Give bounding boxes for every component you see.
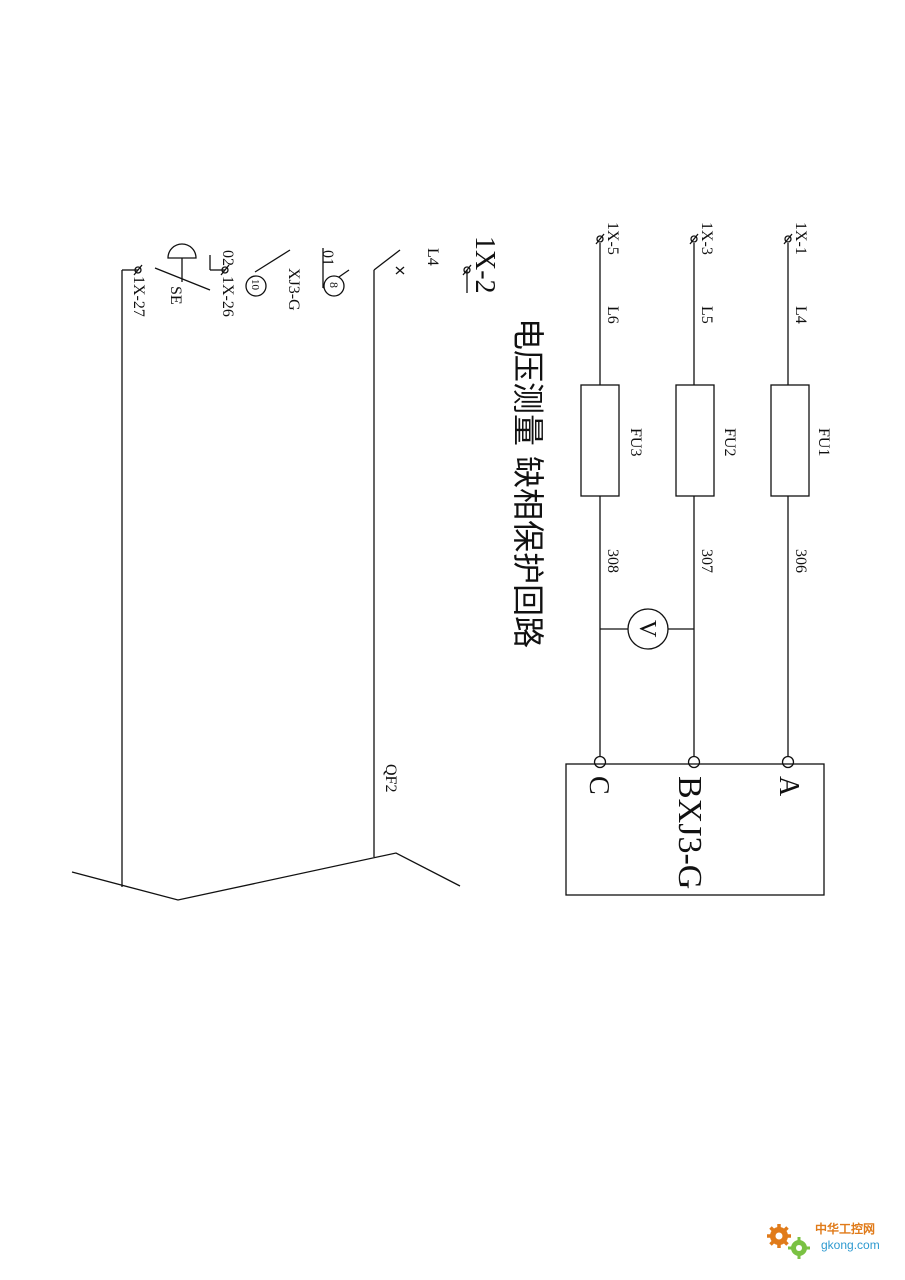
wire-label-l4: L4: [792, 306, 809, 324]
voltmeter-label: V: [634, 620, 660, 638]
terminal-label-1x5: 1X-5: [604, 222, 621, 255]
terminal-label-1x1: 1X-1: [792, 222, 809, 255]
terminal-1x26-marker: [221, 266, 229, 274]
gear-icon: [767, 1224, 810, 1259]
watermark-cn: 中华工控网: [815, 1222, 876, 1236]
contact-end-label: 02: [219, 250, 236, 266]
watermark: 中华工控网 gkong.com: [765, 1218, 895, 1266]
wire-label-308: 308: [604, 549, 621, 573]
wire-label-307: 307: [698, 549, 715, 573]
terminal-1x5-marker: [596, 235, 604, 243]
relay-box: [565, 763, 825, 896]
relay-pin-a: A: [773, 776, 804, 797]
relay-pin-c: C: [583, 776, 614, 795]
terminal-label-1x2: 1X-2: [469, 236, 500, 294]
buzzer-icon: [167, 243, 197, 259]
relay-name: BXJ3-G: [671, 776, 708, 889]
terminal-label-1x26: 1X-26: [219, 276, 236, 317]
title: 电压测量 缺相保护回路: [509, 318, 547, 648]
contact-start-label: 01: [319, 250, 336, 266]
terminal-1x2-marker: [463, 266, 471, 274]
contact-number-8: 8: [327, 282, 341, 288]
contact-8-circle: [323, 275, 345, 297]
terminal-a-dot: [781, 755, 795, 769]
fuse-fu2: [675, 384, 715, 497]
bus-line: [71, 852, 461, 901]
control-wire-label-l4: L4: [424, 248, 441, 266]
relay-contact-label: XJ3-G: [285, 268, 302, 311]
wire-label-l5: L5: [698, 306, 715, 324]
fuse-fu3: [580, 384, 620, 497]
breaker-label-qf2: QF2: [382, 764, 399, 792]
terminal-c-dot: [593, 755, 607, 769]
wire-label-l6: L6: [604, 306, 621, 324]
fuse-label-fu1: FU1: [815, 428, 832, 456]
terminal-label-1x27: 1X-27: [130, 276, 147, 317]
terminal-label-1x3: 1X-3: [698, 222, 715, 255]
relay-contact-blade: [254, 249, 291, 273]
fuse-fu1: [770, 384, 810, 497]
fuse-label-fu2: FU2: [721, 428, 738, 456]
watermark-url: gkong.com: [821, 1238, 880, 1252]
qf2-switch-blade: [373, 249, 401, 271]
buzzer-switch: [154, 267, 211, 291]
terminal-1x3-marker: [690, 235, 698, 243]
contact-number-10: 10: [249, 279, 261, 291]
contact-10-circle: [245, 275, 267, 297]
buzzer-label: SE: [167, 286, 184, 305]
terminal-b-dot: [687, 755, 701, 769]
voltmeter-symbol: [627, 608, 669, 650]
wire-label-306: 306: [792, 549, 809, 573]
fuse-label-fu3: FU3: [627, 428, 644, 456]
terminal-1x1-marker: [784, 235, 792, 243]
